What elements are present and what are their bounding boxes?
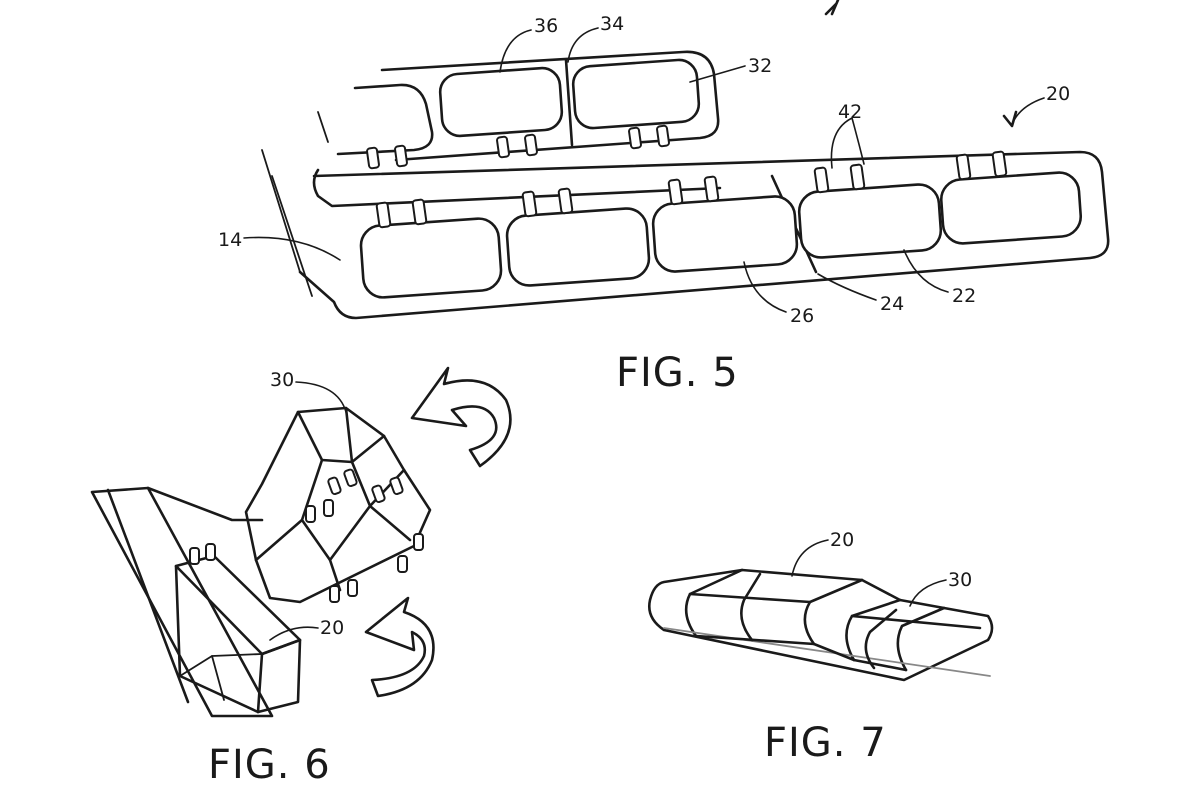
figure-caption: FIG. 7 bbox=[764, 720, 887, 766]
lower-strip bbox=[261, 149, 1110, 320]
leader-36 bbox=[499, 29, 532, 73]
ref-label: 24 bbox=[880, 293, 904, 315]
figure-6: 30 20 FIG. 6 bbox=[90, 366, 512, 788]
folded-package bbox=[648, 568, 994, 682]
box-top bbox=[174, 554, 302, 656]
leader-20 bbox=[269, 626, 319, 641]
leader-24 bbox=[817, 273, 877, 301]
leader-32 bbox=[689, 65, 746, 83]
leader-30 bbox=[909, 579, 947, 607]
ref-label: 42 bbox=[838, 101, 862, 123]
leader-22 bbox=[903, 249, 949, 293]
ref-label: 30 bbox=[948, 569, 972, 591]
pouch bbox=[438, 66, 564, 138]
pouch bbox=[651, 195, 799, 273]
pouch bbox=[571, 58, 701, 130]
rotate-arrow-icon bbox=[410, 366, 512, 468]
leader-26 bbox=[743, 261, 787, 313]
leader-30 bbox=[295, 381, 347, 413]
ref-label: 20 bbox=[1046, 83, 1070, 105]
ref-label: 20 bbox=[320, 617, 344, 639]
ref-label: 36 bbox=[534, 15, 558, 37]
arrowhead-icon bbox=[1002, 110, 1018, 128]
ref-label: 22 bbox=[952, 285, 976, 307]
pouch bbox=[505, 207, 651, 287]
leader-14 bbox=[243, 236, 341, 261]
perforation-line bbox=[564, 58, 574, 147]
figure-5: 36 34 32 20 42 14 26 24 22 FIG. 5 bbox=[218, 0, 1110, 396]
ref-label: 30 bbox=[270, 369, 294, 391]
leader-20 bbox=[791, 539, 829, 577]
backing-sheet bbox=[90, 486, 274, 718]
rotate-arrow-icon bbox=[364, 596, 435, 698]
ref-label: 32 bbox=[748, 55, 772, 77]
leader-42 bbox=[830, 117, 865, 169]
leader-34 bbox=[567, 27, 599, 63]
ref-label: 34 bbox=[600, 13, 624, 35]
pouch bbox=[359, 217, 503, 299]
ref-label: 20 bbox=[830, 529, 854, 551]
figure-caption: FIG. 5 bbox=[616, 350, 739, 396]
pouch bbox=[797, 183, 943, 259]
figure-7: 20 30 FIG. 7 bbox=[648, 529, 994, 766]
pouch bbox=[939, 171, 1083, 245]
ref-label: 14 bbox=[218, 229, 242, 251]
arrow-fragment-icon bbox=[824, 0, 840, 16]
folded-stack bbox=[244, 406, 432, 604]
ref-label: 26 bbox=[790, 305, 814, 327]
upper-strip bbox=[317, 50, 720, 170]
figure-caption: FIG. 6 bbox=[208, 742, 331, 788]
